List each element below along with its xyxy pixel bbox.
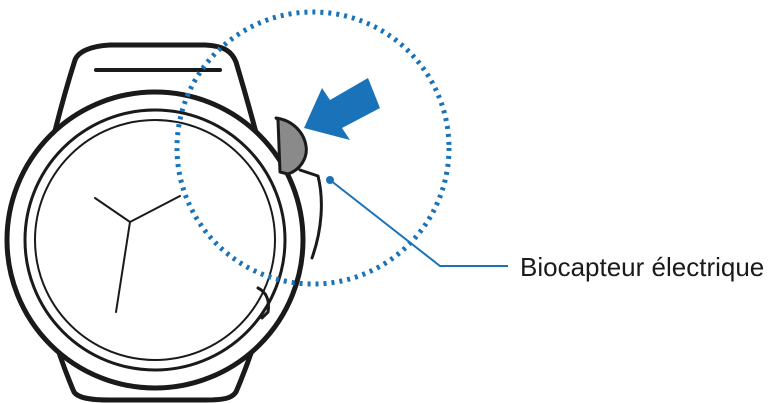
bottom-strap (49, 329, 261, 403)
press-arrow-icon (304, 78, 380, 140)
callout-leader-line (329, 179, 508, 267)
watch-bezel (23, 108, 287, 372)
watch-hands (94, 195, 181, 313)
top-side-button (274, 116, 308, 176)
zoom-highlight-circle (174, 9, 452, 287)
bottom-side-button (256, 286, 270, 320)
top-strap (49, 42, 261, 144)
sensor-label: Biocapteur électrique (520, 252, 765, 282)
watch-case (4, 89, 306, 391)
watch-display (34, 119, 276, 361)
case-lug (298, 168, 323, 260)
